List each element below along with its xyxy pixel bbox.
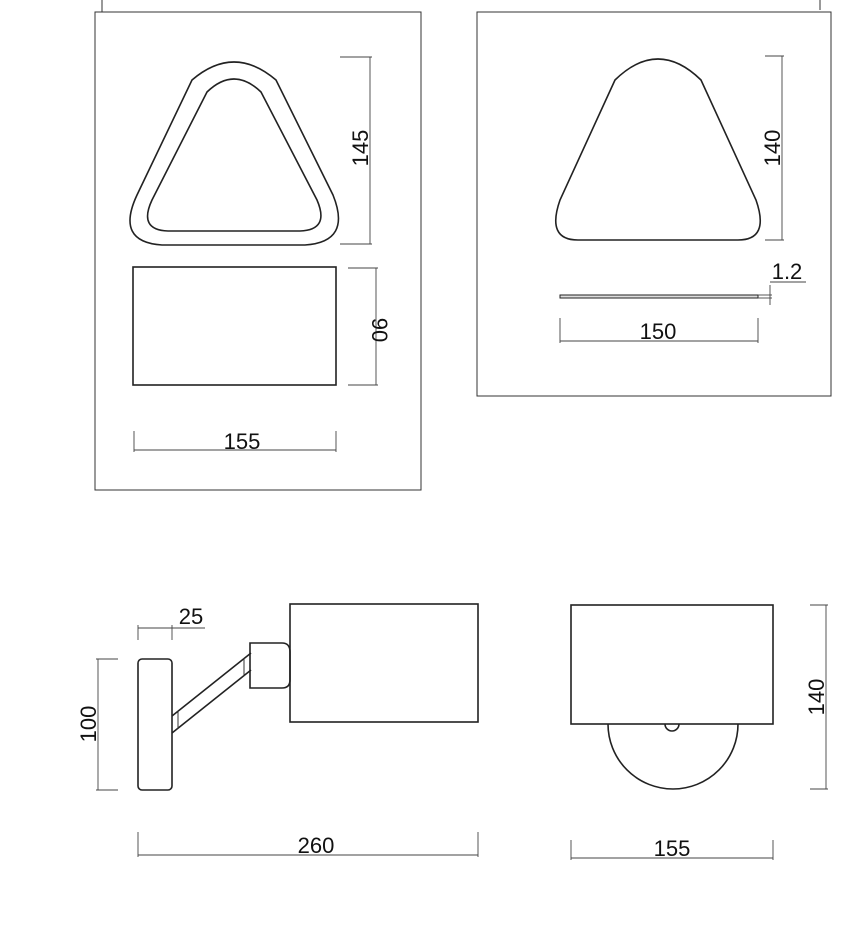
wall-base-side [137, 658, 173, 791]
plate-width-label: 150 [640, 319, 677, 344]
shade-height-label: 90 [367, 318, 392, 342]
dim-base-height [96, 658, 118, 791]
dim-plate-height [765, 55, 784, 241]
side-view: 25 100 260 [76, 603, 479, 858]
dim-rear-height [810, 604, 828, 790]
plate-view-frame [476, 11, 832, 397]
shade-side [289, 603, 479, 723]
plate-height-label: 140 [760, 130, 785, 167]
front-height-label: 145 [348, 130, 373, 167]
dim-shade-height [348, 267, 378, 386]
base-height-label: 100 [76, 706, 101, 743]
dim-base-depth [137, 625, 205, 640]
triangle-ring-inner [146, 78, 322, 232]
shade-rear [570, 604, 774, 725]
triangle-ring-outer [129, 61, 340, 246]
plate-view-panel: 140 1.2 150 [476, 11, 832, 397]
dim-plate-width [559, 318, 759, 343]
side-length-label: 260 [298, 833, 335, 858]
dim-front-width [133, 431, 337, 452]
top-frame-edge [101, 0, 821, 12]
arm-side [171, 652, 252, 734]
base-depth-label: 25 [179, 604, 203, 629]
shade-front [132, 266, 337, 386]
wall-base-rear [607, 723, 739, 790]
dim-side-length [137, 832, 479, 857]
front-view-frame [94, 11, 422, 491]
rear-view: 140 155 [570, 604, 829, 861]
plate-profile [559, 294, 759, 299]
dim-plate-thickness [758, 281, 806, 305]
plate-thickness-label: 1.2 [772, 259, 803, 284]
front-width-label: 155 [224, 429, 261, 454]
dim-front-height [340, 56, 372, 245]
rear-height-label: 140 [804, 679, 829, 716]
arm-stub-rear [664, 723, 680, 732]
dim-rear-width [570, 840, 774, 860]
arm-joint-side [249, 642, 291, 689]
rear-width-label: 155 [654, 836, 691, 861]
front-view-panel: 145 90 155 [94, 11, 422, 491]
triangle-plate [554, 58, 762, 241]
